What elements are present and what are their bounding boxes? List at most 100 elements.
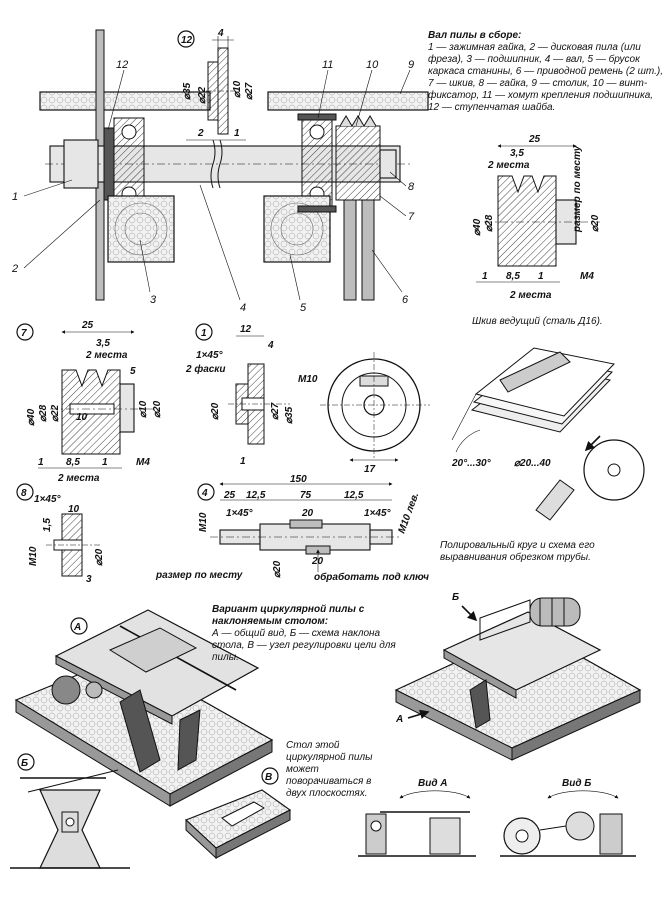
p7-bore-dia: ⌀10 bbox=[138, 400, 149, 418]
p4-mid-len: 75 bbox=[300, 490, 312, 501]
pulley-dim-1a: 1 bbox=[482, 271, 488, 282]
pulley-width: 25 bbox=[528, 134, 541, 145]
pulley bbox=[335, 125, 381, 201]
view-b-sketch bbox=[500, 790, 636, 857]
drive-pulley-caption: Шкив ведущий (сталь Д16). bbox=[472, 316, 603, 327]
table-plank-right bbox=[267, 91, 429, 111]
p7-groove: 3,5 bbox=[96, 338, 110, 349]
part-label-12: 12 bbox=[181, 35, 193, 46]
p4-step-a: 12,5 bbox=[246, 490, 266, 501]
polish-angle: 20°...30° bbox=[451, 458, 492, 469]
p4-total-len: 150 bbox=[290, 474, 307, 485]
pulley-groove-dia: ⌀28 bbox=[484, 214, 495, 232]
view-a-sketch bbox=[358, 790, 476, 857]
shaft-assembly-drawing: 1 2 3 4 5 6 7 8 9 10 11 12 2 1 bbox=[11, 29, 429, 314]
p4-step-b: 12,5 bbox=[344, 490, 364, 501]
part-8-detail: 8 1×45° 10 1,5 M10 ⌀20 3 bbox=[16, 483, 105, 585]
tilt-scheme-view: Б bbox=[10, 753, 130, 869]
callout-6: 6 bbox=[402, 294, 409, 306]
clamp-nut bbox=[63, 139, 99, 189]
pulley-size-in-place: размер по месту bbox=[572, 145, 583, 233]
gap-1: 1 bbox=[234, 128, 240, 139]
p1-length: 12 bbox=[240, 324, 252, 335]
p1-2-chamfers: 2 фаски bbox=[185, 363, 226, 375]
p8-thread: M10 bbox=[28, 546, 39, 566]
tilt-support bbox=[119, 689, 161, 773]
pulley-outer-dia: ⌀40 bbox=[472, 218, 483, 236]
rotating-table-view: Б А bbox=[394, 592, 642, 761]
callout-10: 10 bbox=[366, 59, 379, 71]
p7-dim-1b: 1 bbox=[102, 457, 108, 468]
step-washer bbox=[103, 127, 115, 201]
rotating-table-caption: Стол этой циркулярной пилы может поворач… bbox=[286, 740, 373, 799]
p7-width: 25 bbox=[81, 320, 94, 331]
pulley-2-places: 2 места bbox=[487, 160, 530, 171]
p4-wrench-flats: обработать под ключ bbox=[314, 571, 429, 583]
pulley-dim-85: 8,5 bbox=[506, 271, 520, 282]
tilt-table-caption: Вариант циркулярной пилы с наклоняемым с… bbox=[212, 604, 412, 664]
p4-thread: M10 bbox=[198, 512, 209, 532]
p7-2-places: 2 места bbox=[85, 350, 128, 361]
p7-groove-dia: ⌀28 bbox=[38, 404, 49, 422]
p1-flange: 4 bbox=[267, 340, 274, 351]
p7-hub-len: 5 bbox=[130, 366, 136, 377]
dim-12-step: ⌀22 bbox=[197, 86, 208, 104]
part-label-8: 8 bbox=[21, 488, 27, 499]
part-label-1: 1 bbox=[201, 328, 207, 339]
view-label-B: Б bbox=[21, 758, 28, 769]
polishing-wheel-front bbox=[583, 439, 645, 501]
motor bbox=[529, 597, 581, 627]
p1-hub-dia: ⌀20 bbox=[210, 402, 221, 420]
p7-step-dia: ⌀22 bbox=[50, 404, 61, 422]
p4-key-a: 20 bbox=[301, 508, 314, 519]
p4-chamfer-a: 1×45° bbox=[226, 508, 254, 519]
callout-2: 2 bbox=[11, 263, 18, 275]
dim-12-outer: ⌀35 bbox=[182, 82, 193, 100]
tilt-table-legend: А — общий вид, Б — схема наклона стола, … bbox=[212, 628, 396, 663]
polish-tube-dia: ⌀20...40 bbox=[514, 458, 551, 469]
p8-flange: 3 bbox=[86, 574, 92, 585]
view-b-title: Вид Б bbox=[562, 778, 592, 789]
part-label-4: 4 bbox=[201, 488, 208, 499]
drive-belt-2 bbox=[361, 199, 375, 301]
p4-size-in-place: размер по месту bbox=[155, 570, 243, 581]
part-4-detail: 4 150 25 12,5 75 12,5 M10 лев. 1×45° 1×4… bbox=[155, 474, 429, 583]
polishing-wheel-caption: Полировальный круг и схема его выравнива… bbox=[440, 540, 595, 563]
pulley-hub-dia: ⌀20 bbox=[590, 214, 601, 232]
tilt-table-title: Вариант циркулярной пилы с наклоняемым с… bbox=[212, 604, 365, 627]
callout-4: 4 bbox=[240, 302, 246, 314]
p4-dia: ⌀20 bbox=[272, 560, 283, 578]
callout-5: 5 bbox=[300, 302, 307, 314]
arrow-A-label: А bbox=[395, 714, 403, 725]
callout-1: 1 bbox=[12, 191, 18, 203]
p7-dim-85: 8,5 bbox=[66, 457, 80, 468]
p7-thread: M4 bbox=[136, 457, 150, 468]
view-a-title: Вид А bbox=[418, 778, 448, 789]
shaft-assembly-caption: Вал пилы в сборе: 1 — зажимная гайка, 2 … bbox=[428, 30, 664, 114]
callout-9: 9 bbox=[408, 59, 414, 71]
callout-3: 3 bbox=[150, 294, 157, 306]
view-label-A: А bbox=[73, 622, 81, 633]
callout-12: 12 bbox=[116, 59, 128, 71]
part-7-detail: 7 25 3,5 2 места 5 ⌀40 ⌀28 ⌀22 ⌀10 ⌀20 1… bbox=[16, 320, 163, 484]
view-label-V: В bbox=[265, 772, 272, 783]
alignment-tube bbox=[535, 479, 575, 521]
p7-outer-dia: ⌀40 bbox=[26, 408, 37, 426]
p1-mid-dia: ⌀27 bbox=[270, 402, 281, 420]
dim-12-width: 4 bbox=[217, 28, 224, 39]
drive-pulley-section bbox=[497, 175, 557, 267]
pulley-2-places-b: 2 места bbox=[509, 290, 552, 301]
part-1-detail: 1 12 4 1×45° 2 фаски ⌀20 ⌀27 ⌀35 M10 1 1… bbox=[185, 323, 430, 475]
frame-block-left bbox=[107, 195, 175, 263]
p4-key-b: 20 bbox=[311, 556, 324, 567]
p1-thread: M10 bbox=[298, 374, 318, 385]
gap-2: 2 bbox=[197, 128, 204, 139]
pulley-thread: M4 bbox=[580, 271, 594, 282]
drive-belt-1 bbox=[343, 199, 357, 301]
p7-hub-dia: ⌀20 bbox=[152, 400, 163, 418]
part-label-7: 7 bbox=[21, 328, 27, 339]
p8-chamfer: 1×45° bbox=[34, 494, 62, 505]
adjustment-unit-view: В bbox=[184, 767, 292, 860]
p7-bore-len: 10 bbox=[76, 412, 88, 423]
